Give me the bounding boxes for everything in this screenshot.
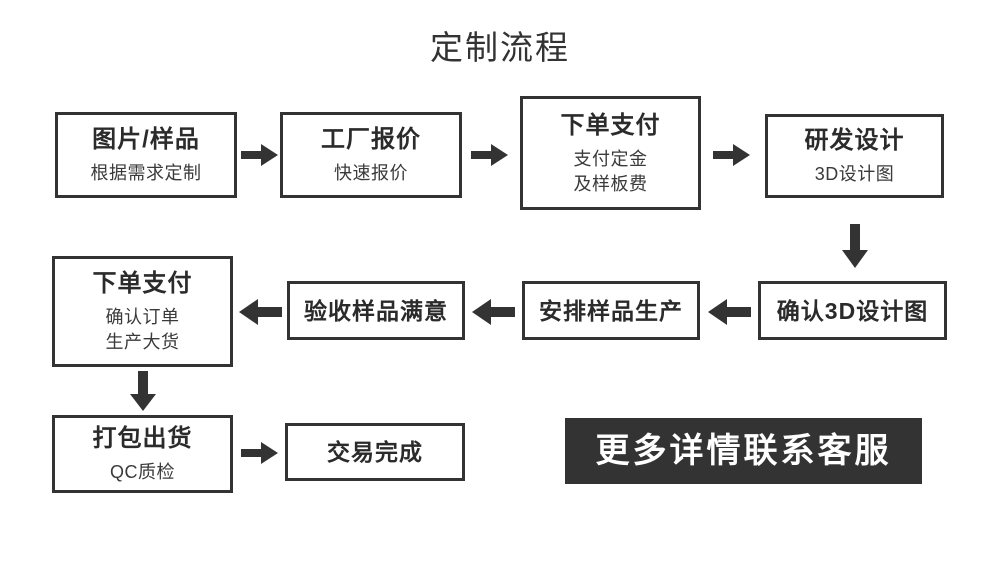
flow-box-subtitle: 快速报价 bbox=[334, 163, 408, 183]
flow-box-transaction-complete[interactable]: 交易完成 bbox=[285, 423, 465, 481]
flow-box-subtitle-line2: 生产大货 bbox=[105, 332, 180, 352]
flow-box-title: 图片/样品 bbox=[92, 126, 200, 153]
arrow-down-icon bbox=[834, 222, 876, 272]
flow-box-subtitle: 根据需求定制 bbox=[90, 163, 202, 183]
flow-box-title: 下单支付 bbox=[92, 270, 193, 297]
flow-box-rnd-design[interactable]: 研发设计 3D设计图 bbox=[765, 114, 944, 198]
flow-box-packing-shipping[interactable]: 打包出货 QC质检 bbox=[52, 415, 233, 493]
arrow-left-icon bbox=[470, 296, 516, 328]
flow-box-subtitle-line2: 及样板费 bbox=[573, 173, 648, 194]
arrow-down-icon bbox=[122, 370, 164, 414]
flow-box-title: 确认3D设计图 bbox=[776, 297, 929, 324]
page-title: 定制流程 bbox=[430, 29, 570, 66]
arrow-left-icon bbox=[706, 296, 752, 328]
arrow-left-icon bbox=[237, 296, 283, 328]
flow-box-arrange-sample-production[interactable]: 安排样品生产 bbox=[522, 281, 700, 340]
arrow-right-icon bbox=[712, 140, 752, 170]
flow-box-title: 验收样品满意 bbox=[304, 297, 448, 324]
flow-box-image-sample[interactable]: 图片/样品 根据需求定制 bbox=[55, 112, 237, 198]
flow-box-title: 研发设计 bbox=[804, 127, 905, 154]
flow-box-confirm-3d-design[interactable]: 确认3D设计图 bbox=[758, 281, 947, 340]
arrow-right-icon bbox=[470, 140, 510, 170]
arrow-right-icon bbox=[240, 438, 280, 468]
flow-box-order-confirm-bulk[interactable]: 下单支付 确认订单 生产大货 bbox=[52, 256, 233, 367]
flow-box-subtitle: 支付定金 bbox=[573, 148, 648, 169]
contact-support-banner[interactable]: 更多详情联系客服 bbox=[565, 418, 922, 484]
flow-box-title: 安排样品生产 bbox=[539, 297, 683, 324]
flow-box-factory-quote[interactable]: 工厂报价 快速报价 bbox=[280, 112, 462, 198]
flow-box-sample-accepted[interactable]: 验收样品满意 bbox=[287, 281, 465, 340]
flow-box-subtitle: QC质检 bbox=[110, 462, 175, 482]
flow-box-title: 打包出货 bbox=[92, 425, 193, 452]
arrow-right-icon bbox=[240, 140, 280, 170]
contact-support-label: 更多详情联系客服 bbox=[595, 432, 892, 470]
flow-box-subtitle: 3D设计图 bbox=[814, 164, 895, 184]
flow-box-subtitle: 确认订单 bbox=[105, 307, 180, 327]
flow-box-title: 下单支付 bbox=[560, 111, 661, 139]
flow-box-place-order-payment[interactable]: 下单支付 支付定金 及样板费 bbox=[520, 96, 701, 210]
flow-box-title: 交易完成 bbox=[327, 439, 423, 465]
flow-box-title: 工厂报价 bbox=[321, 126, 421, 153]
